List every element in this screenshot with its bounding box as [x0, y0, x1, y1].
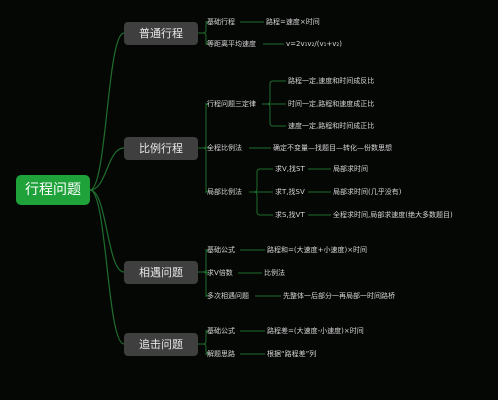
zhuiji-fork-1: [198, 343, 210, 355]
topic-zhuiji-gongshi[interactable]: 基础公式: [207, 327, 235, 335]
bili-fork-0: [198, 103, 210, 149]
leaf-jubu-shijian-jihu: 局部求时间(几乎没有): [333, 188, 402, 196]
leaf-lucheng-shijian-zhengbi: 速度一定,路程和时间成正比: [288, 122, 375, 130]
xiangyu-fork-2: [198, 271, 210, 297]
leaf-luchenghe: 路程和=(大速度+小速度)×时间: [267, 246, 368, 254]
root-to-putong: [89, 32, 125, 191]
sandinglv-fork-2: [262, 103, 286, 127]
topic-sandinglv[interactable]: 行程问题三定律: [207, 100, 256, 108]
root-to-zhuiji: [89, 189, 125, 345]
branch-bili[interactable]: 比例行程: [124, 137, 198, 160]
leaf-jubu-shijian: 局部求时间: [333, 165, 368, 173]
topic-duoci-xiangyu[interactable]: 多次相遇问题: [207, 292, 249, 300]
sub-qiu-v[interactable]: 求V,找ST: [275, 165, 305, 173]
leaf-sudu-shijian-fanbi: 路程一定,速度和时间成反比: [288, 77, 375, 85]
sandinglv-fork-0: [262, 80, 286, 105]
leaf-pingjun-sudu: v=2v₁v₂/(v₁+v₂): [286, 40, 342, 48]
root-to-bili: [89, 147, 125, 191]
topic-jichu-xingcheng[interactable]: 基础行程: [207, 18, 235, 26]
leaf-lucheng-gongshi: 路程=速度×时间: [266, 18, 320, 26]
leaf-bili-fa: 比例法: [264, 269, 285, 277]
leaf-genju-luchengcha: 根据“路程差”列: [267, 350, 317, 358]
sub-qiu-t[interactable]: 求T,找SV: [275, 188, 305, 196]
putong-fork-1: [198, 32, 210, 45]
topic-jubu[interactable]: 局部比例法: [207, 188, 242, 196]
jubu-fork-0: [249, 168, 273, 193]
leaf-duoci-buzhou: 先整体一后部分一再局部一时间路桥: [283, 292, 395, 300]
root-topic[interactable]: 行程问题: [16, 175, 90, 205]
leaf-quancheng-jubu: 全程求时间,局部求速度(绝大多数题目): [333, 211, 453, 219]
leaf-quancheng-sixiang: 确定不变量—找题目—转化—份数思想: [273, 144, 392, 152]
topic-xiangyu-gongshi[interactable]: 基础公式: [207, 246, 235, 254]
root-to-xiangyu: [89, 189, 125, 273]
topic-dengjuli[interactable]: 等距离平均速度: [207, 40, 256, 48]
jubu-fork-2: [249, 191, 273, 216]
sub-qiu-s[interactable]: 求S,找VT: [275, 211, 305, 219]
topic-quancheng[interactable]: 全程比例法: [207, 144, 242, 152]
leaf-luchengcha: 路程差=(大速度-小速度)×时间: [267, 327, 364, 335]
topic-jieti-silu[interactable]: 解题思路: [207, 350, 235, 358]
branch-putong[interactable]: 普通行程: [124, 22, 198, 45]
branch-xiangyu[interactable]: 相遇问题: [124, 261, 198, 284]
bili-fork-2: [198, 147, 210, 193]
topic-qiuv-beishu[interactable]: 求V倍数: [207, 269, 233, 277]
leaf-lucheng-sudu-zhengbi: 时间一定,路程和速度成正比: [288, 100, 375, 108]
branch-zhuiji[interactable]: 追击问题: [124, 333, 198, 356]
